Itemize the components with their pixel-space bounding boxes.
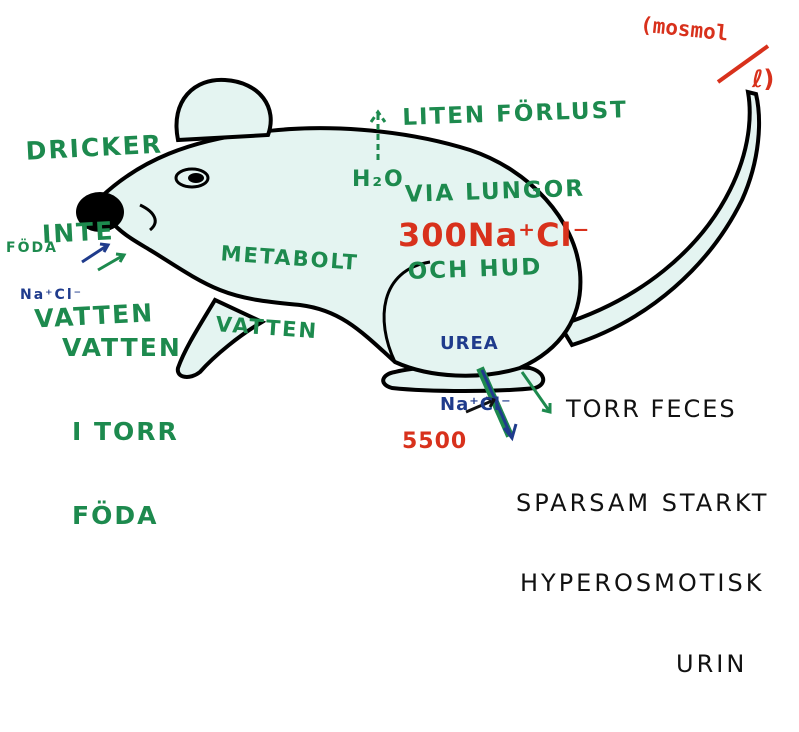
urine-line-3: URIN <box>516 651 769 678</box>
small-loss-line-3: OCH HUD <box>407 252 633 286</box>
small-loss-line-2: VIA LUNGOR <box>405 175 631 209</box>
drinks-line-1: DRICKER <box>25 131 164 166</box>
mouse-water-balance-diagram: DRICKER INTE VATTEN FÖDA Na⁺Cl⁻ VATTEN I… <box>0 0 799 533</box>
urine-line-1: SPARSAM STARKT <box>516 490 769 517</box>
small-loss-label: LITEN FÖRLUST VIA LUNGOR OCH HUD <box>400 46 635 337</box>
urea-line-1: UREA <box>440 334 512 354</box>
urea-line-2: Na⁺Cl⁻ <box>440 395 512 415</box>
metabolic-line-1: METABOLT <box>220 242 360 275</box>
small-loss-line-1: LITEN FÖRLUST <box>402 98 628 132</box>
water-food-line-3: FÖDA <box>62 502 182 530</box>
unit-bottom-label: ℓ) <box>752 66 774 93</box>
h2o-label: H₂O <box>352 168 405 193</box>
metabolic-water-label: METABOLT VATTEN <box>212 195 363 392</box>
mouse-ear <box>176 80 270 140</box>
urine-line-2: HYPEROSMOTISK <box>516 570 769 597</box>
metabolic-line-2: VATTEN <box>215 313 355 346</box>
dry-feces-label: TORR FECES <box>566 396 737 423</box>
water-food-line-2: I TORR <box>62 418 182 446</box>
food-line-1: FÖDA <box>6 241 83 257</box>
water-food-line-1: VATTEN <box>62 334 182 362</box>
urine-value-label: 5500 <box>402 430 467 455</box>
urine-label: SPARSAM STARKT HYPEROSMOTISK URIN <box>516 436 769 732</box>
mouse-pupil <box>188 173 204 183</box>
water-in-dry-food-label: VATTEN I TORR FÖDA <box>62 278 182 586</box>
osmolality-label: 300Na⁺Cl⁻ <box>398 218 590 254</box>
